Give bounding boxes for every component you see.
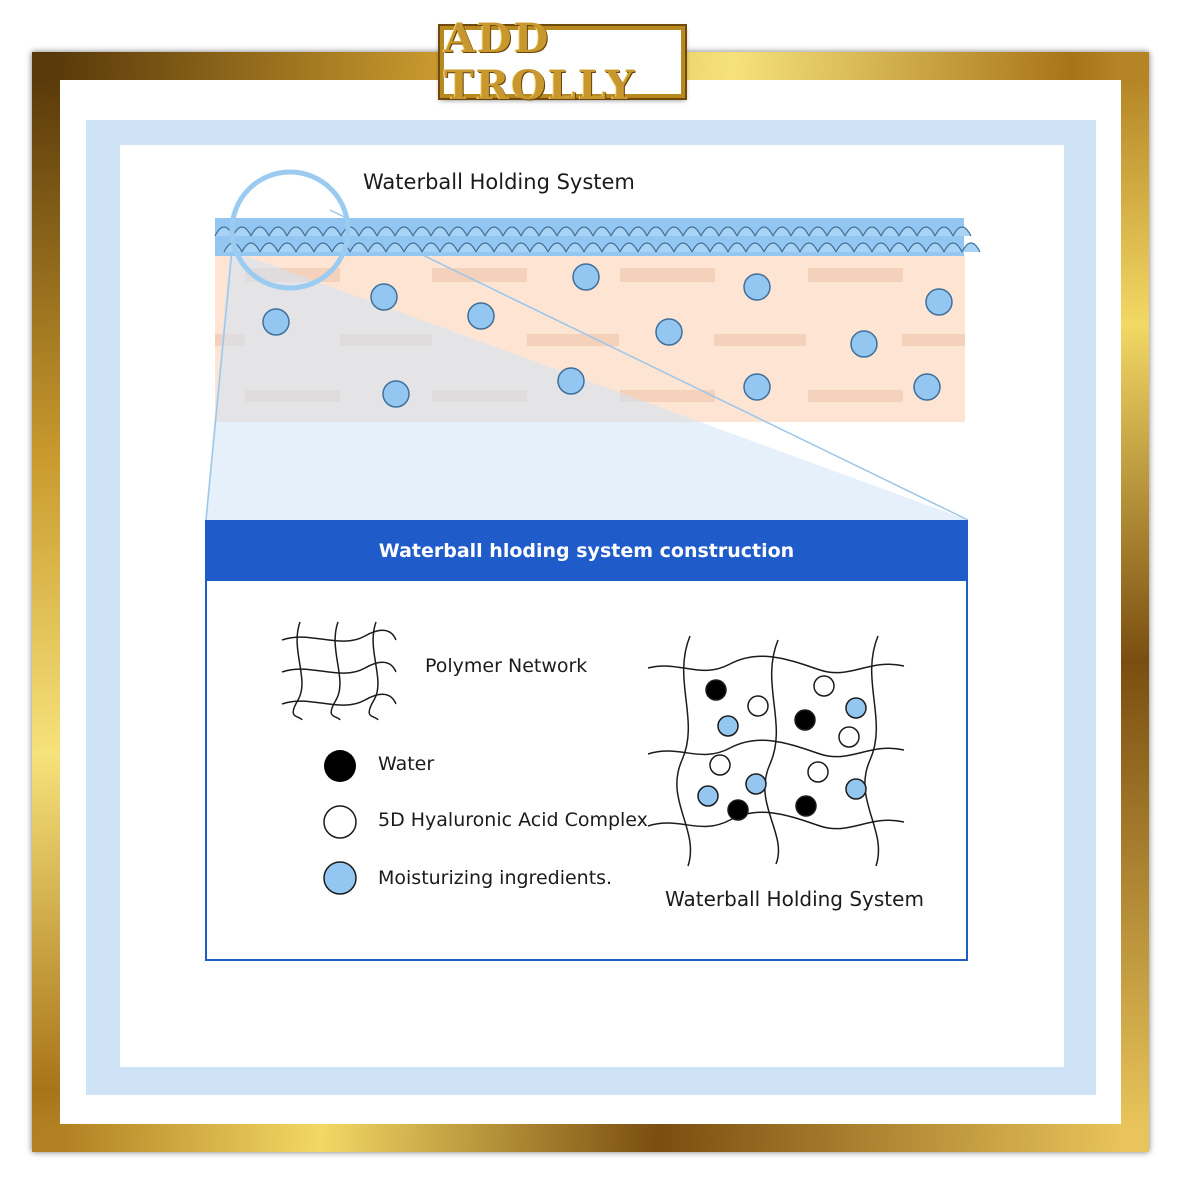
surface-scale bbox=[277, 242, 297, 253]
surface-scale bbox=[448, 226, 468, 237]
surface-scale bbox=[358, 226, 378, 237]
surface-scale bbox=[322, 226, 342, 237]
surface-scale bbox=[583, 242, 603, 253]
surface-scale bbox=[259, 242, 279, 253]
surface-scale bbox=[718, 226, 738, 237]
surface-scale bbox=[466, 226, 486, 237]
water-balls bbox=[262, 263, 953, 408]
surface-scale bbox=[556, 226, 576, 237]
legend-moisturizing: Moisturizing ingredients. bbox=[378, 867, 613, 889]
surface-scale bbox=[484, 226, 504, 237]
surface-scale bbox=[772, 226, 792, 237]
surface-scale bbox=[592, 226, 612, 237]
surface-scale bbox=[313, 242, 333, 253]
surface-scale bbox=[538, 226, 558, 237]
surface-scale bbox=[916, 226, 936, 237]
surface-scale bbox=[691, 242, 711, 253]
waterball-caption: Waterball Holding System bbox=[665, 887, 924, 911]
surface-scale bbox=[862, 226, 882, 237]
surface-scale bbox=[781, 242, 801, 253]
surface-scale bbox=[808, 226, 828, 237]
surface-scale bbox=[619, 242, 639, 253]
construction-title: Waterball hloding system construction bbox=[378, 539, 795, 562]
surface-scale bbox=[871, 242, 891, 253]
surface-scale bbox=[844, 226, 864, 237]
surface-scale bbox=[439, 242, 459, 253]
zoom-cone bbox=[205, 250, 968, 520]
magnifier-circle bbox=[229, 169, 351, 291]
surface-scale bbox=[799, 242, 819, 253]
surface-scale bbox=[682, 226, 702, 237]
surface-scale bbox=[304, 226, 324, 237]
construction-header: Waterball hloding system construction bbox=[205, 520, 968, 581]
surface-scale bbox=[700, 226, 720, 237]
surface-scale bbox=[655, 242, 675, 253]
surface-scale bbox=[502, 226, 522, 237]
surface-scale bbox=[880, 226, 900, 237]
surface-scale bbox=[646, 226, 666, 237]
surface-scale bbox=[817, 242, 837, 253]
surface-scale bbox=[925, 242, 945, 253]
surface-scale bbox=[601, 242, 621, 253]
surface-scale bbox=[403, 242, 423, 253]
surface-scale bbox=[385, 242, 405, 253]
surface-scale bbox=[673, 242, 693, 253]
surface-scale bbox=[853, 242, 873, 253]
surface-scale bbox=[349, 242, 369, 253]
surface-scale bbox=[754, 226, 774, 237]
surface-scale bbox=[565, 242, 585, 253]
surface-scale bbox=[241, 242, 261, 253]
surface-scale bbox=[250, 226, 270, 237]
legend-water: Water bbox=[378, 753, 435, 775]
surface-scale bbox=[457, 242, 477, 253]
surface-scale bbox=[412, 226, 432, 237]
brand-logo: ADD TROLLY bbox=[440, 15, 685, 109]
surface-scale bbox=[286, 226, 306, 237]
surface-scale bbox=[430, 226, 450, 237]
top-diagram-title: Waterball Holding System bbox=[363, 170, 635, 194]
surface-scale bbox=[574, 226, 594, 237]
surface-scale bbox=[826, 226, 846, 237]
surface-scale bbox=[907, 242, 927, 253]
surface-scale bbox=[421, 242, 441, 253]
surface-scale bbox=[628, 226, 648, 237]
surface-scale bbox=[376, 226, 396, 237]
legend-hyaluronic-acid: 5D Hyaluronic Acid Complex bbox=[378, 809, 648, 831]
surface-scale bbox=[763, 242, 783, 253]
surface-scale bbox=[664, 226, 684, 237]
surface-scale bbox=[745, 242, 765, 253]
surface-scale bbox=[934, 226, 954, 237]
surface-scale bbox=[790, 226, 810, 237]
surface-scale bbox=[637, 242, 657, 253]
surface-scale bbox=[889, 242, 909, 253]
surface-scale bbox=[493, 242, 513, 253]
surface-scale bbox=[736, 226, 756, 237]
surface-scale bbox=[367, 242, 387, 253]
surface-scale bbox=[709, 242, 729, 253]
brand-logo-text: ADD TROLLY bbox=[444, 15, 637, 109]
surface-scale bbox=[547, 242, 567, 253]
surface-scale bbox=[727, 242, 747, 253]
surface-scale bbox=[529, 242, 549, 253]
legend-polymer-network: Polymer Network bbox=[425, 655, 588, 677]
surface-scale bbox=[520, 226, 540, 237]
surface-scale bbox=[394, 226, 414, 237]
surface-scale bbox=[952, 226, 972, 237]
surface-scale bbox=[475, 242, 495, 253]
surface-scale bbox=[898, 226, 918, 237]
surface-scale bbox=[511, 242, 531, 253]
surface-scale bbox=[961, 242, 981, 253]
surface-scale bbox=[943, 242, 963, 253]
surface-scale bbox=[835, 242, 855, 253]
waterball-surface-layer bbox=[214, 218, 981, 256]
surface-scale bbox=[268, 226, 288, 237]
surface-scale bbox=[295, 242, 315, 253]
surface-scale bbox=[610, 226, 630, 237]
